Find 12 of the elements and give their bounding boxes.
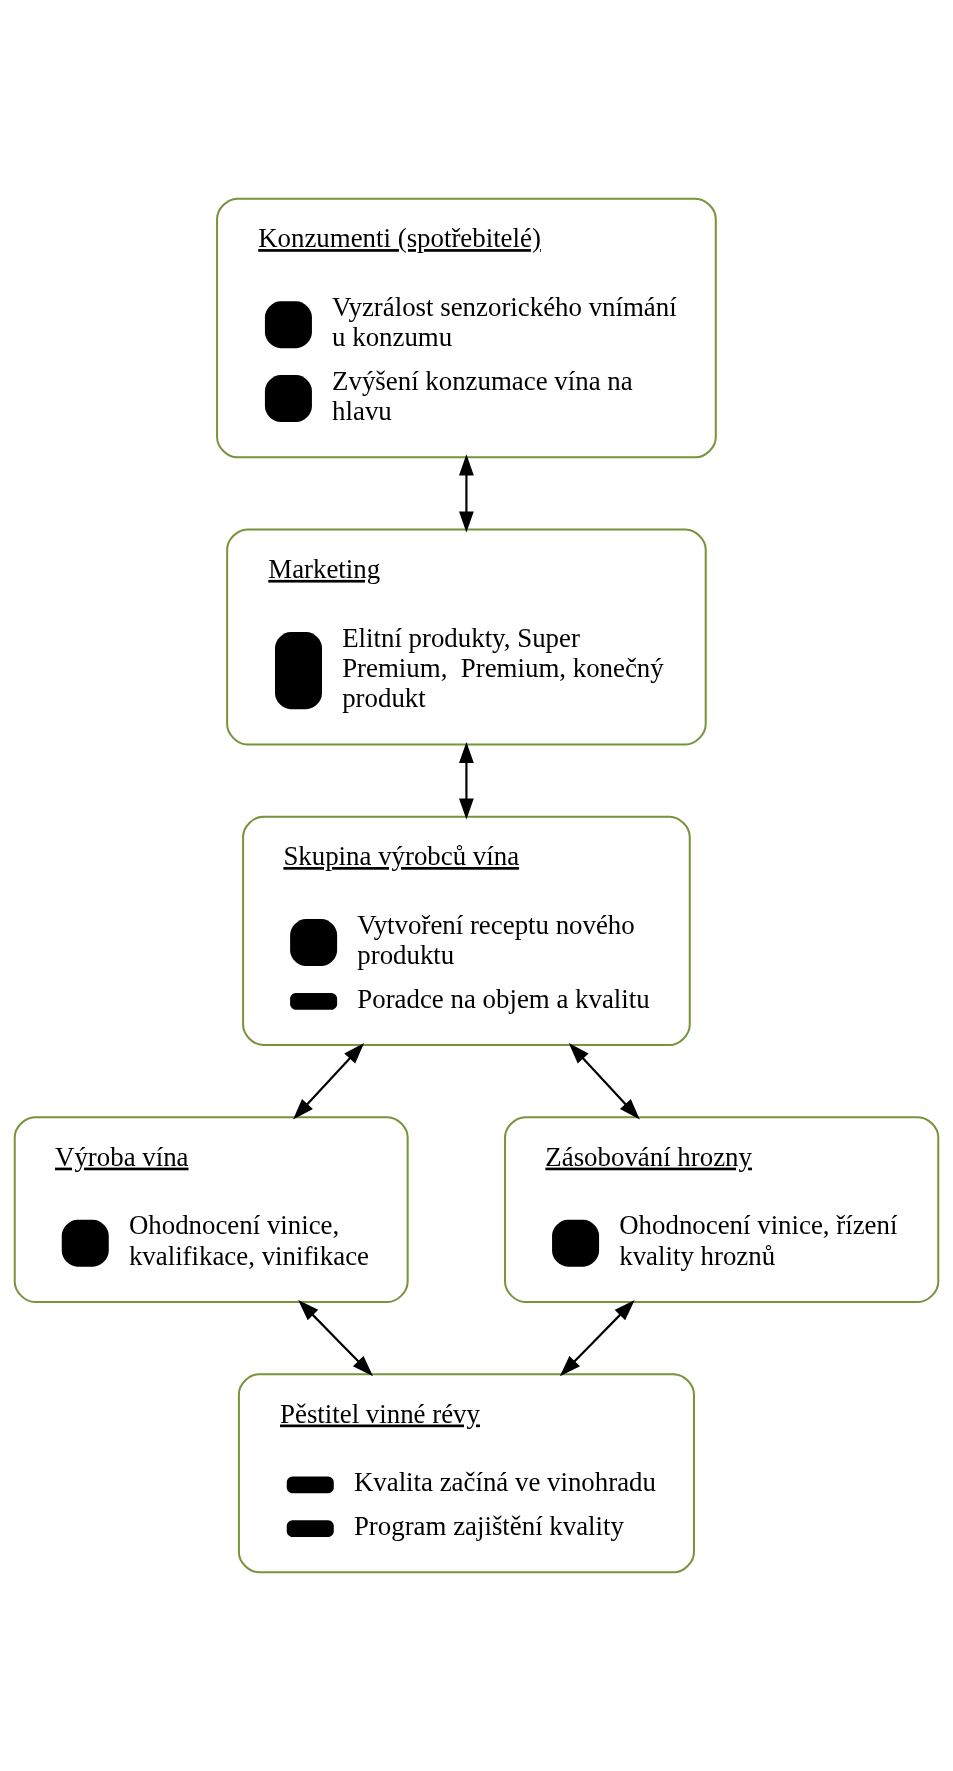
node-box: Pěstitel vinné révy Kvalita začíná ve vinohradu Program zajištění kvality [237,1373,695,1574]
arrow [459,454,474,533]
node-box: Skupina výrobců vína Vytvoření receptu nového produktu Poradce na objem a kvalitu [242,815,691,1047]
node-box: Zásobování hrozny Ohodnocení vinice, řízení kvality hroznů [504,1116,940,1303]
node-box: Výroba vína Ohodnocení vinice, kvalifikace, vinifikace [13,1116,409,1303]
arrow [293,1042,365,1120]
arrow [568,1042,640,1120]
node-box: Konzumenti (spotřebitelé) Vyzrálost senzorického vnímání u konzumu Zvýšení konzumace vína na hlavu [216,197,717,459]
arrow [559,1299,635,1377]
arrow [298,1299,373,1377]
node-box: Marketing Elitní produkty, Super Premium, Premium, konečný produkt [226,528,707,746]
arrow [459,741,474,820]
